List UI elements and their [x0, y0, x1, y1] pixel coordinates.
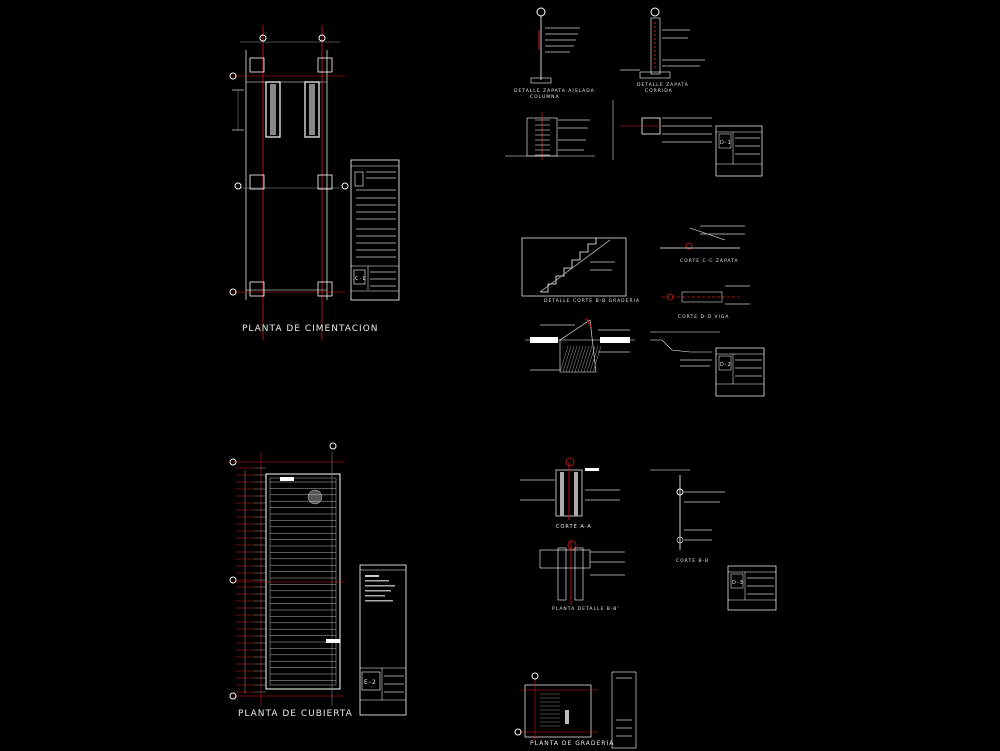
- corte-zapata-title: CORTE C-C ZAPATA: [680, 258, 739, 264]
- roof-legend-panel: E-2: [359, 564, 407, 716]
- hatch-line: [574, 345, 584, 373]
- title-block-d1: D-1: [715, 125, 763, 177]
- hatch-line: [586, 345, 596, 373]
- detail-strip-footing-title: DETALLE ZAPATA: [637, 82, 689, 88]
- hatch-line: [562, 345, 572, 373]
- retaining-wall-detail: [525, 317, 720, 373]
- hatch-line: [589, 345, 599, 373]
- title-block-d3: D-3: [727, 565, 777, 611]
- roof-purlins: [232, 481, 345, 681]
- roof-dimension-ticks: [236, 467, 266, 693]
- graderia-plan-title: PLANTA DE GRADERIA: [530, 740, 614, 747]
- roof-plan: PLANTA DE CUBIERTA: [229, 442, 353, 719]
- graderia-steps: [540, 693, 560, 727]
- title-block-d2: D-2: [715, 347, 765, 397]
- hatch-line: [580, 345, 590, 373]
- roof-plan-title: PLANTA DE CUBIERTA: [238, 709, 353, 719]
- detail-isolated-footing-title: DETALLE ZAPATA AISLADA: [514, 88, 595, 94]
- concrete-hatch: [559, 345, 602, 373]
- graderia-plan: PLANTA DE GRADERIA: [514, 671, 637, 749]
- corte-aa-title: CORTE A-A: [556, 524, 592, 530]
- sheet-number-d3: D-3: [732, 580, 744, 586]
- sheet-number-c1: C-1: [355, 276, 366, 282]
- hatch-line: [565, 345, 575, 373]
- detail-strip-footing-subtitle: CORRIDA: [645, 88, 673, 94]
- detail-graderia-title: DETALLE CORTE B-B GRADERIA: [544, 298, 640, 304]
- corte-viga-title: CORTE D-D VIGA: [678, 314, 729, 320]
- sheet-number-d1: D-1: [720, 140, 732, 146]
- column-section-details: CORTE A-A PLANTA DETALLE B-B' CORTE B-B: [520, 457, 725, 612]
- corte-bb-title: CORTE B-B: [676, 558, 709, 564]
- planta-detalle-title: PLANTA DETALLE B-B': [552, 606, 620, 612]
- foundation-plan: PLANTA DE CIMENTACION: [229, 25, 379, 340]
- hatch-line: [583, 345, 593, 373]
- graderia-sections: DETALLE CORTE B-B GRADERIA CORTE C-C ZAP…: [521, 225, 750, 320]
- foundation-plan-title: PLANTA DE CIMENTACION: [242, 324, 379, 334]
- hatch-line: [592, 345, 602, 373]
- hatch-line: [568, 345, 578, 373]
- detail-isolated-footing-subtitle: COLUMNA: [530, 94, 560, 100]
- foundation-legend-panel: C-1: [350, 159, 400, 301]
- hatch-line: [571, 345, 581, 373]
- hatch-line: [577, 345, 587, 373]
- sheet-number-d2: D-2: [720, 362, 732, 368]
- sheet-number-e2: E-2: [364, 679, 377, 686]
- beam-stirrups: [535, 119, 550, 156]
- hatch-line: [559, 345, 569, 373]
- column-footing-details: DETALLE ZAPATA AISLADA COLUMNA DETALLE Z…: [505, 7, 712, 160]
